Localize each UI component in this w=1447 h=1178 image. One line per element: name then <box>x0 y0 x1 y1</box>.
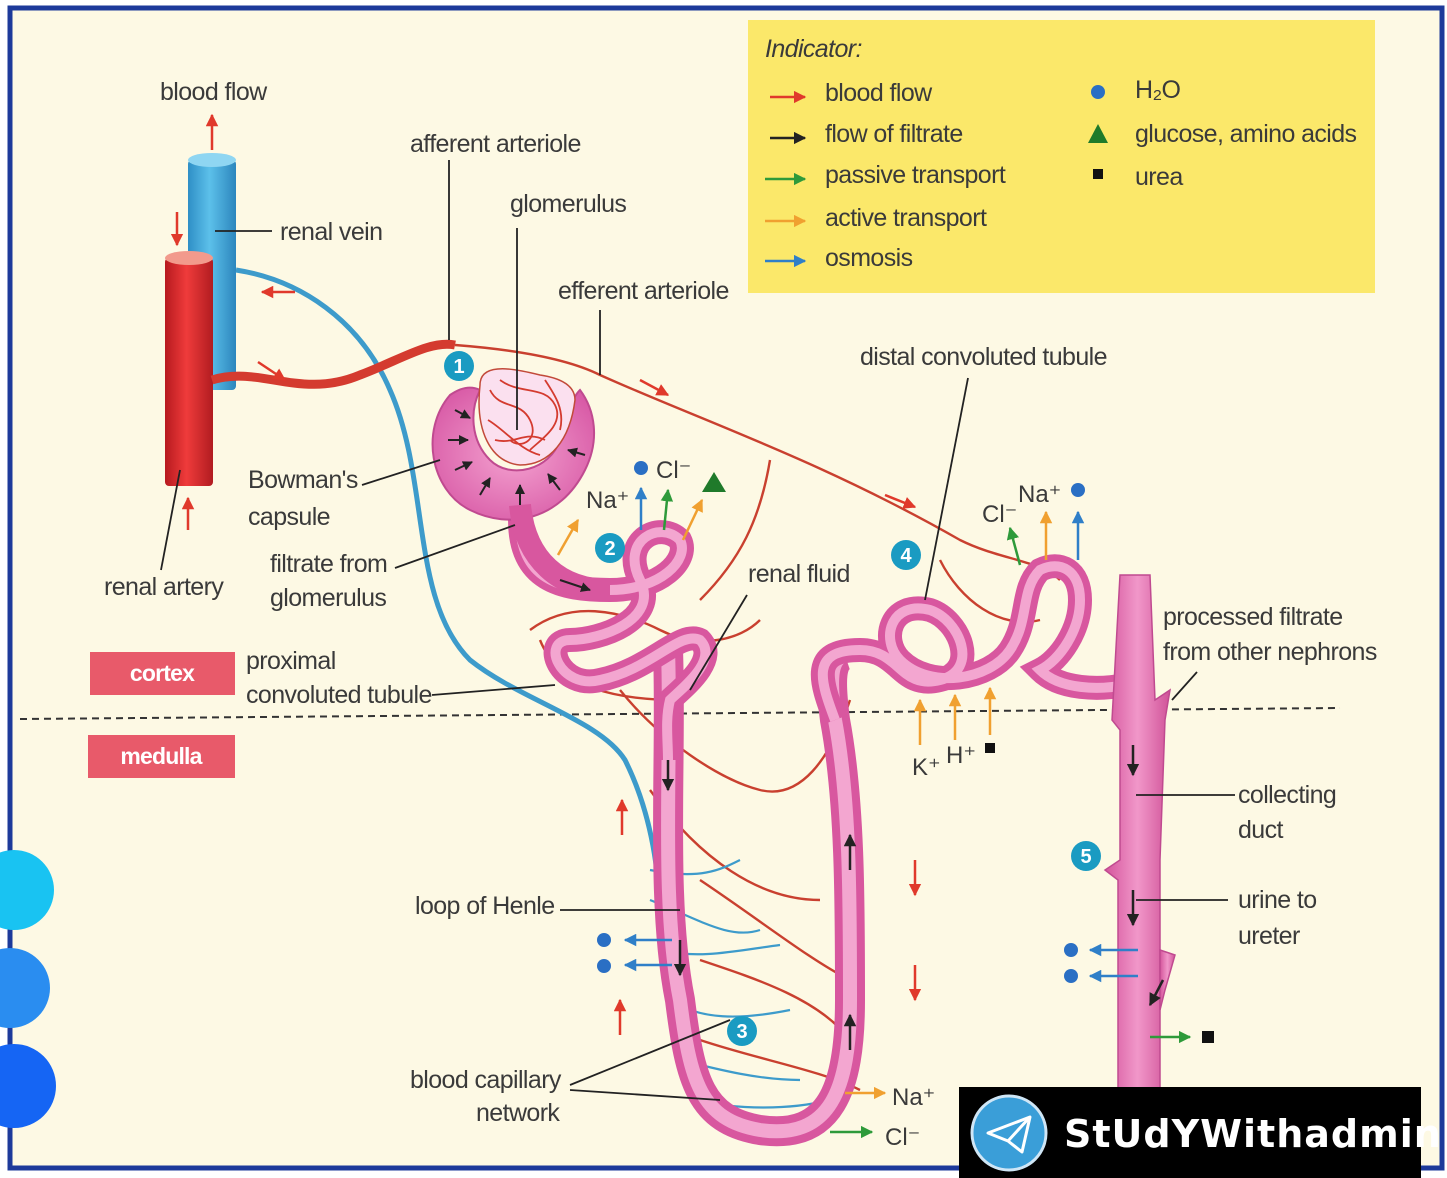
water-molecule-icon <box>634 461 648 475</box>
ion-cl-pct: Cl⁻ <box>656 457 691 484</box>
ion-na-dct: Na⁺ <box>1018 481 1061 508</box>
brand-name: StUdYWithadmin <box>1064 1112 1442 1156</box>
label-proximal-2: convoluted tubule <box>246 681 432 709</box>
brand-badge: StUdYWithadmin <box>959 1087 1442 1178</box>
ion-na-pct: Na⁺ <box>586 487 629 514</box>
side-decoration <box>0 850 56 1128</box>
renal-artery <box>165 258 213 486</box>
water-molecule-icon <box>597 933 611 947</box>
label-urine-1: urine to <box>1238 886 1317 914</box>
label-renal-fluid: renal fluid <box>748 560 850 588</box>
label-capillary-1: blood capillary <box>410 1066 562 1094</box>
legend-urea: urea <box>1135 163 1183 191</box>
step-1: 1 <box>453 356 464 378</box>
label-loop-of-henle: loop of Henle <box>415 892 555 920</box>
label-bowmans-capsule-1: Bowman's <box>248 466 358 494</box>
cortex-label: cortex <box>130 660 195 686</box>
ion-h: H⁺ <box>946 742 976 769</box>
water-molecule-icon <box>597 959 611 973</box>
legend-osmosis: osmosis <box>825 244 913 272</box>
label-urine-2: ureter <box>1238 922 1300 950</box>
label-capillary-2: network <box>476 1099 560 1127</box>
legend-blood-flow: blood flow <box>825 79 933 107</box>
step-5: 5 <box>1080 846 1091 868</box>
label-collecting-1: collecting <box>1238 781 1336 809</box>
legend-h2o: H₂O <box>1135 76 1181 104</box>
water-molecule-icon <box>1064 943 1078 957</box>
legend: Indicator: blood flow flow of filtrate p… <box>748 20 1375 293</box>
legend-passive-transport: passive transport <box>825 161 1006 189</box>
water-molecule-icon <box>1071 483 1085 497</box>
urea-square-icon <box>1202 1031 1214 1043</box>
label-renal-vein: renal vein <box>280 218 382 246</box>
legend-glucose: glucose, amino acids <box>1135 120 1357 148</box>
telegram-icon <box>972 1096 1046 1170</box>
step-4: 4 <box>900 545 912 567</box>
label-renal-artery: renal artery <box>104 573 224 601</box>
label-blood-flow: blood flow <box>160 78 268 106</box>
step-2: 2 <box>604 538 615 560</box>
ion-cl-loop: Cl⁻ <box>885 1124 920 1151</box>
urea-square-icon <box>985 743 995 753</box>
label-afferent-arteriole: afferent arteriole <box>410 130 581 158</box>
label-filtrate-2: glomerulus <box>270 584 386 612</box>
step-3: 3 <box>736 1021 747 1043</box>
legend-flow-of-filtrate: flow of filtrate <box>825 120 963 148</box>
water-molecule-icon <box>1091 85 1105 99</box>
label-proximal-1: proximal <box>246 647 336 675</box>
medulla-label: medulla <box>120 743 202 769</box>
label-glomerulus: glomerulus <box>510 190 626 218</box>
ion-cl-dct: Cl⁻ <box>982 501 1017 528</box>
urea-square-icon <box>1093 169 1103 179</box>
legend-active-transport: active transport <box>825 204 987 232</box>
label-collecting-2: duct <box>1238 816 1284 844</box>
water-molecule-icon <box>1064 969 1078 983</box>
label-distal-convoluted-tubule: distal convoluted tubule <box>860 343 1107 371</box>
label-efferent-arteriole: efferent arteriole <box>558 277 729 305</box>
label-processed-1: processed filtrate <box>1163 603 1343 631</box>
legend-title: Indicator: <box>765 35 862 63</box>
label-filtrate-1: filtrate from <box>270 550 387 578</box>
label-processed-2: from other nephrons <box>1163 638 1377 666</box>
ion-na-loop: Na⁺ <box>892 1084 935 1111</box>
label-bowmans-capsule-2: capsule <box>248 503 330 531</box>
ion-k: K⁺ <box>912 754 941 781</box>
